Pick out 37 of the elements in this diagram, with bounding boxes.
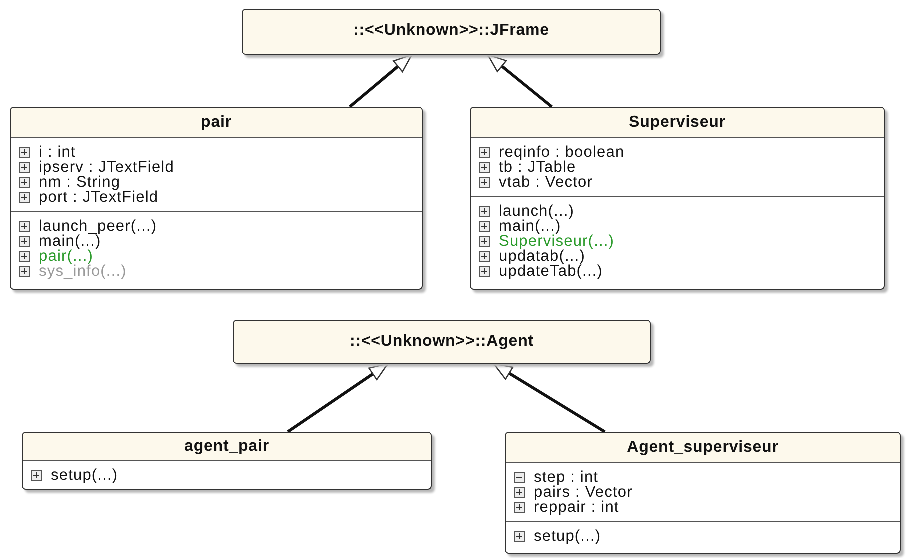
class-name: agent_pair	[184, 438, 270, 456]
member-text: vtab : Vector	[499, 175, 593, 190]
inheritance-arrow	[349, 54, 413, 108]
inheritance-arrow	[287, 362, 389, 434]
member-text: launch(...)	[499, 204, 575, 219]
member-text: port : JTextField	[39, 190, 159, 205]
member-text: step : int	[534, 470, 599, 485]
member-text: setup(...)	[534, 529, 602, 544]
inheritance-arrow	[493, 362, 606, 434]
member-text: launch_peer(...)	[39, 219, 158, 234]
member-text: i : int	[39, 145, 76, 160]
class-name: ::<<Unknown>>::JFrame	[353, 22, 550, 40]
inheritance-arrow	[487, 54, 553, 108]
class-name: pair	[201, 114, 232, 132]
member-text: reppair : int	[534, 500, 620, 515]
class-box	[10, 107, 423, 290]
class-box	[22, 432, 432, 490]
member-text: sys_info(...)	[39, 264, 127, 279]
class-box	[470, 107, 885, 290]
class-name: Agent_superviseur	[627, 438, 779, 456]
class-box	[505, 432, 901, 554]
member-text: tb : JTable	[499, 160, 576, 175]
class-name: Superviseur	[629, 114, 726, 132]
member-text: main(...)	[499, 219, 562, 234]
member-text: pair(...)	[39, 249, 94, 264]
member-text: setup(...)	[51, 468, 118, 483]
member-text: updateTab(...)	[499, 264, 604, 279]
class-box	[242, 9, 661, 55]
member-text: updatab(...)	[499, 249, 586, 264]
class-box	[233, 320, 651, 364]
member-text: pairs : Vector	[534, 485, 633, 500]
member-text: main(...)	[39, 234, 102, 249]
member-text: ipserv : JTextField	[39, 160, 174, 175]
class-name: ::<<Unknown>>::Agent	[350, 333, 534, 351]
member-text: Superviseur(...)	[499, 234, 615, 249]
member-text: nm : String	[39, 175, 121, 190]
member-text: reqinfo : boolean	[499, 145, 625, 160]
